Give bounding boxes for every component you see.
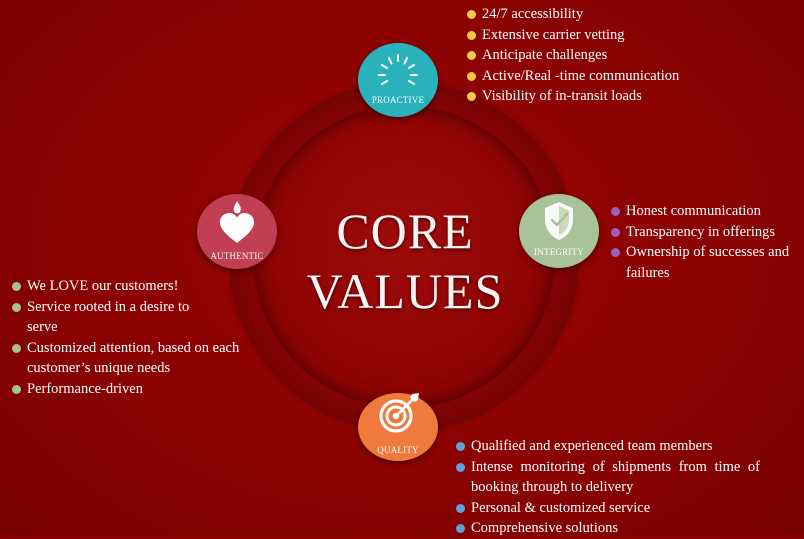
bullet-icon	[456, 503, 465, 513]
list-item: Visibility of in-transit loads	[467, 86, 767, 107]
heart-flame-icon	[220, 201, 254, 243]
list-item: Intense monitoring of shipments from tim…	[456, 457, 760, 498]
list-item: 24/7 accessibility	[467, 4, 767, 25]
shield-check-icon	[545, 202, 573, 240]
bullet-icon	[467, 30, 476, 40]
bullet-icon	[12, 343, 21, 353]
target-arrow-icon	[379, 393, 419, 433]
core-ring-inner	[253, 106, 555, 408]
sunburst-icon	[378, 54, 418, 85]
list-item: Active/Real -time communication	[467, 66, 767, 87]
node-label-proactive: PROACTIVE	[371, 95, 425, 105]
list-item: Qualified and experienced team members	[456, 436, 760, 457]
list-item: We LOVE our customers!	[12, 276, 262, 297]
node-proactive: PROACTIVE	[358, 43, 438, 117]
bullet-icon	[467, 10, 476, 19]
bullet-icon	[456, 442, 465, 451]
bullet-icon	[611, 248, 620, 257]
bullet-icon	[12, 384, 21, 394]
authentic-list: We LOVE our customers! Service rooted in…	[12, 276, 262, 399]
bullet-icon	[611, 227, 620, 237]
node-integrity: INTEGRITY	[519, 194, 599, 268]
proactive-list: 24/7 accessibility Extensive carrier vet…	[467, 4, 767, 107]
bullet-icon	[456, 462, 465, 472]
bullet-icon	[456, 524, 465, 533]
bullet-icon	[12, 302, 21, 312]
list-item: Customized attention, based on each cust…	[12, 338, 262, 379]
list-item: Comprehensive solutions	[456, 518, 760, 539]
bullet-icon	[12, 282, 21, 291]
list-item: Transparency in offerings	[611, 222, 804, 243]
bullet-icon	[611, 207, 620, 216]
title-line-2: VALUES	[306, 263, 504, 319]
integrity-list: Honest communication Transparency in off…	[611, 201, 804, 283]
node-authentic: AUTHENTIC	[197, 194, 277, 269]
node-quality: QUALITY	[358, 393, 438, 461]
list-item: Honest communication	[611, 201, 804, 222]
list-item: Service rooted in a desire to serve	[12, 297, 262, 338]
node-label-authentic: AUTHENTIC	[210, 251, 264, 261]
list-item: Anticipate challenges	[467, 45, 767, 66]
bullet-icon	[467, 71, 476, 81]
list-item: Ownership of successes and failures	[611, 242, 804, 283]
bullet-icon	[467, 51, 476, 60]
bullet-icon	[467, 92, 476, 101]
node-label-quality: QUALITY	[377, 445, 419, 455]
list-item: Performance-driven	[12, 379, 262, 400]
list-item: Personal & customized service	[456, 498, 760, 519]
node-label-integrity: INTEGRITY	[534, 247, 584, 257]
title-line-1: CORE	[336, 203, 474, 259]
quality-list: Qualified and experienced team members I…	[456, 436, 760, 539]
list-item: Extensive carrier vetting	[467, 25, 767, 46]
